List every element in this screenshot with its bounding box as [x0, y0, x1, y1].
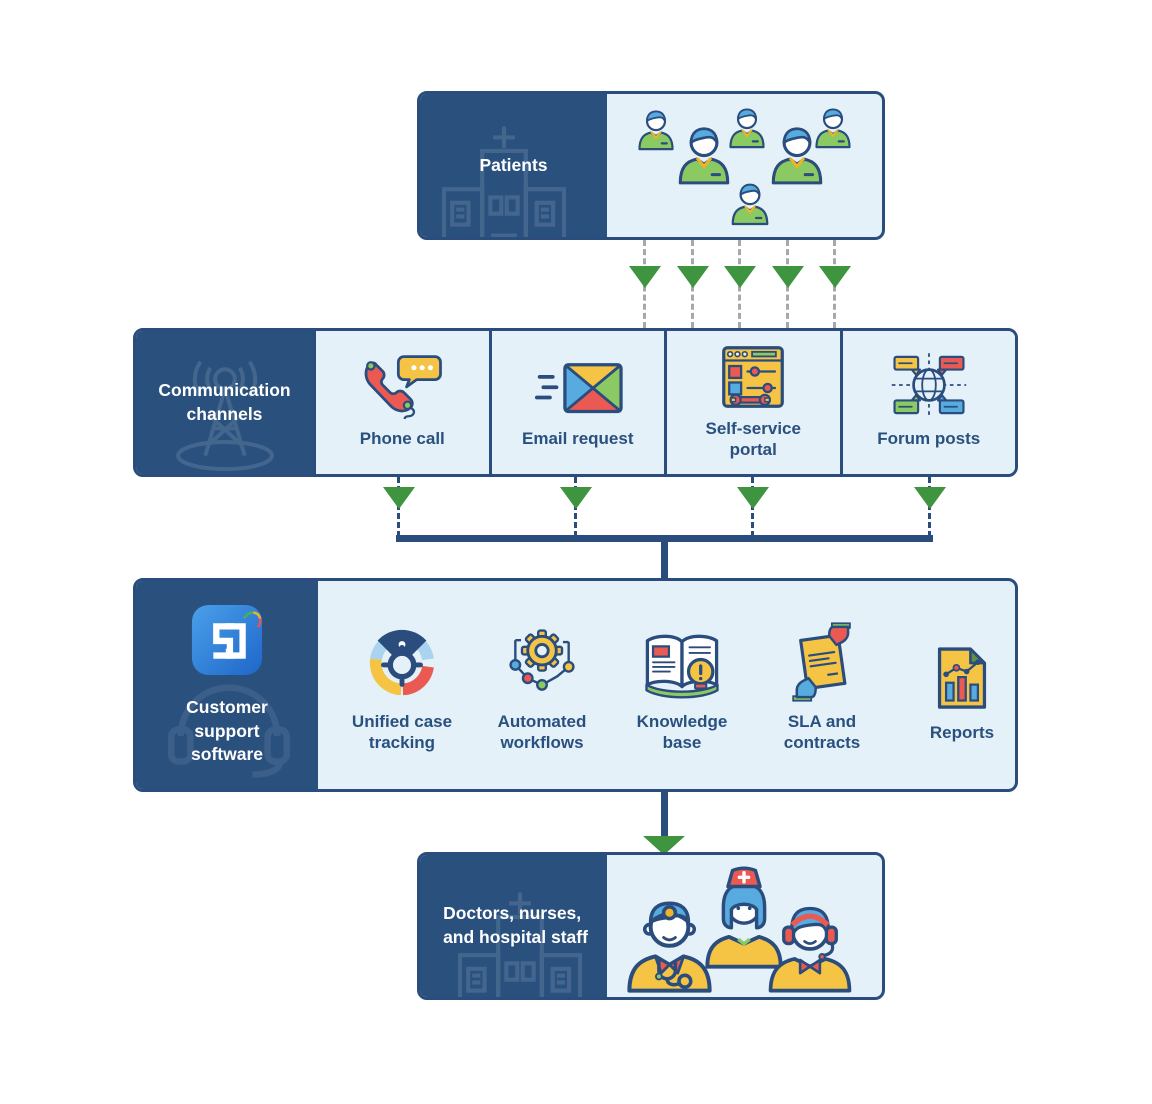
- feature-reports: Reports: [892, 627, 1015, 744]
- reports-icon: [933, 627, 991, 713]
- patients-label: Patients: [479, 154, 548, 175]
- software-node: Customer support software: [133, 578, 1018, 792]
- feature-label: SLA and contracts: [783, 712, 861, 752]
- patient-icon: [726, 179, 774, 227]
- self-service-portal-icon: [721, 345, 785, 409]
- arrow-down-icon: [383, 487, 415, 509]
- patients-label-panel: Patients: [420, 94, 607, 237]
- staff-illustration: [607, 855, 882, 997]
- feature-label: Reports: [929, 722, 995, 742]
- channels-node: Communication channels Phone call: [133, 328, 1018, 477]
- software-label: Customer support software: [186, 697, 268, 765]
- channels-label-panel: Communication channels: [136, 331, 313, 474]
- connector-stem: [661, 792, 668, 840]
- workflows-icon: [502, 616, 582, 702]
- feature-knowledge-base: Knowledge base: [612, 616, 752, 753]
- support-agent-icon: [768, 906, 851, 993]
- feature-sla-contracts: SLA and contracts: [752, 616, 892, 753]
- sla-contracts-icon: [786, 616, 858, 702]
- feature-label: Unified case tracking: [351, 712, 453, 752]
- feature-unified-case-tracking: Unified case tracking: [332, 616, 472, 753]
- channel-label: Email request: [522, 429, 634, 449]
- channel-email-request: Email request: [488, 331, 664, 474]
- staff-label: Doctors, nurses, and hospital staff: [443, 903, 588, 947]
- feature-label: Knowledge base: [636, 712, 728, 752]
- nurse-icon: [704, 866, 783, 969]
- feature-label: Automated workflows: [497, 712, 587, 752]
- phone-icon: [358, 355, 446, 420]
- software-features: Unified case tracking: [318, 581, 1015, 789]
- support-software-logo: [190, 603, 264, 682]
- doctor-icon: [626, 901, 712, 993]
- arrow-down-icon: [677, 266, 709, 288]
- patients-people-group: [607, 95, 885, 237]
- connector-stem: [661, 535, 668, 581]
- case-tracking-icon: [363, 616, 441, 702]
- channels-label: Communication channels: [158, 379, 291, 424]
- channel-label: Forum posts: [877, 429, 981, 449]
- arrow-down-icon: [819, 266, 851, 288]
- hospital-watermark-icon: [434, 121, 574, 237]
- arrow-down-icon: [643, 836, 685, 855]
- feature-automated-workflows: Automated workflows: [472, 616, 612, 753]
- arrow-down-icon: [560, 487, 592, 509]
- channel-phone-call: Phone call: [313, 331, 489, 474]
- patient-icon: [810, 104, 856, 150]
- arrow-down-icon: [914, 487, 946, 509]
- channel-forum-posts: Forum posts: [839, 331, 1015, 474]
- software-label-panel: Customer support software: [136, 581, 318, 789]
- email-icon: [531, 355, 625, 419]
- arrow-down-icon: [737, 487, 769, 509]
- staff-people-group: [620, 859, 870, 993]
- staff-node: Doctors, nurses, and hospital staff: [417, 852, 885, 1000]
- arrow-down-icon: [629, 266, 661, 288]
- arrow-down-icon: [772, 266, 804, 288]
- channel-label: Phone call: [359, 429, 445, 449]
- staff-label-panel: Doctors, nurses, and hospital staff: [420, 855, 607, 997]
- knowledge-base-icon: [639, 616, 725, 702]
- channel-self-service-portal: Self-service portal: [664, 331, 840, 474]
- patients-node: Patients: [417, 91, 885, 240]
- patients-illustration: [607, 94, 885, 237]
- channel-label: Self-service portal: [705, 418, 801, 459]
- arrow-down-icon: [724, 266, 756, 288]
- forum-posts-icon: [890, 353, 968, 419]
